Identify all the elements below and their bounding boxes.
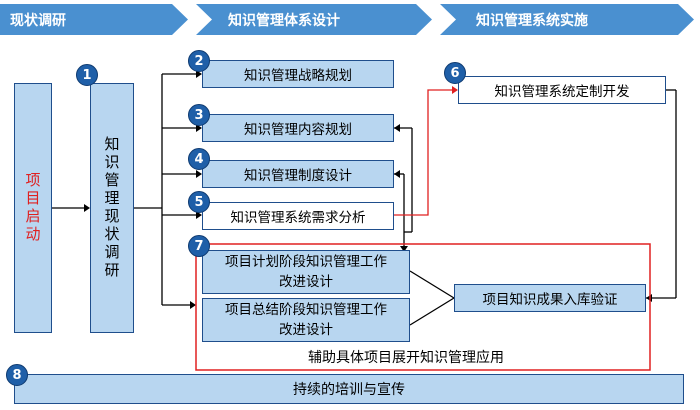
phase-arrow-1 <box>0 4 188 35</box>
badge-8: 8 <box>6 364 28 386</box>
badge-5: 5 <box>188 191 210 213</box>
step-requirements-box: 知识管理系统需求分析 <box>202 202 394 230</box>
step-strategy-box: 知识管理战略规划 <box>202 60 394 88</box>
start-box: 项目启动 <box>14 83 52 333</box>
phase-arrow-2 <box>196 4 432 35</box>
badge-3: 3 <box>188 104 210 126</box>
step-plan-phase-box: 项目计划阶段知识管理工作改进设计 <box>202 250 410 294</box>
step-development-label: 知识管理系统定制开发 <box>494 84 630 100</box>
start-label: 项目启动 <box>23 172 42 244</box>
step-summary-phase-label: 项目总结阶段知识管理工作改进设计 <box>225 302 387 338</box>
badge-6: 6 <box>444 62 466 84</box>
step-strategy-label: 知识管理战略规划 <box>244 68 352 84</box>
step-policy-label: 知识管理制度设计 <box>244 168 352 184</box>
phase-label-design: 知识管理体系设计 <box>228 12 340 29</box>
survey-box: 知识管理现状调研 <box>90 83 134 333</box>
verify-label: 项目知识成果入库验证 <box>482 292 618 308</box>
badge-7: 7 <box>188 235 210 257</box>
badge-1: 1 <box>76 64 98 86</box>
step-content-label: 知识管理内容规划 <box>244 122 352 138</box>
badge-4: 4 <box>188 148 210 170</box>
verify-box: 项目知识成果入库验证 <box>454 284 646 312</box>
step-requirements-label: 知识管理系统需求分析 <box>230 210 366 226</box>
phase-arrow-3 <box>440 4 694 35</box>
step-policy-box: 知识管理制度设计 <box>202 160 394 188</box>
phase-label-implement: 知识管理系统实施 <box>476 12 588 29</box>
training-label: 持续的培训与宣传 <box>293 382 405 398</box>
badge-2: 2 <box>188 50 210 72</box>
step-development-box: 知识管理系统定制开发 <box>458 76 666 104</box>
step-plan-phase-label: 项目计划阶段知识管理工作改进设计 <box>225 254 387 290</box>
survey-label: 知识管理现状调研 <box>102 136 121 280</box>
training-bar: 持续的培训与宣传 <box>14 374 684 404</box>
phase-label-survey: 现状调研 <box>10 12 66 29</box>
step-summary-phase-box: 项目总结阶段知识管理工作改进设计 <box>202 298 410 342</box>
support-label: 辅助具体项目展开知识管理应用 <box>308 350 504 366</box>
step-content-box: 知识管理内容规划 <box>202 114 394 142</box>
